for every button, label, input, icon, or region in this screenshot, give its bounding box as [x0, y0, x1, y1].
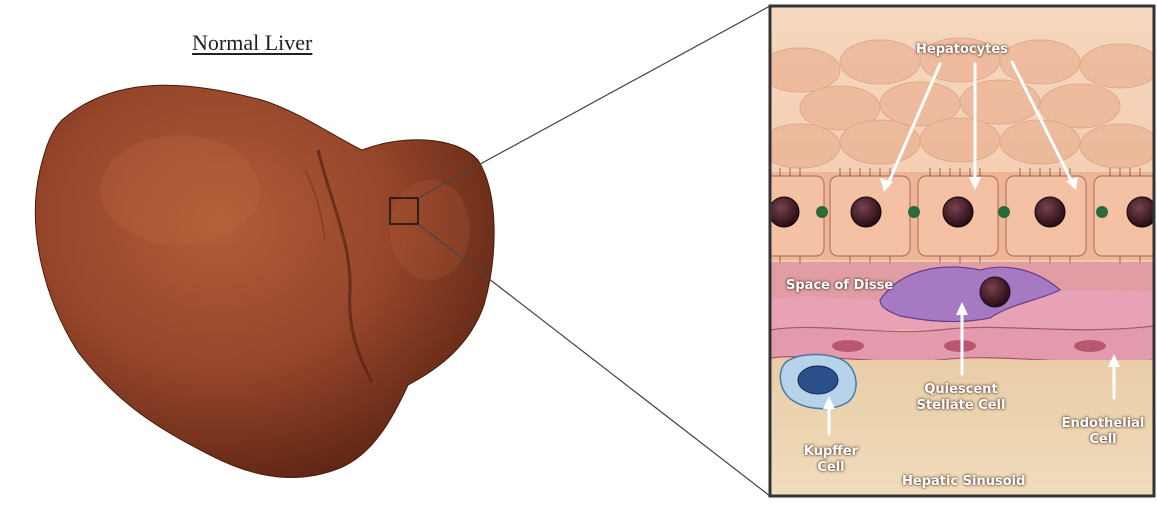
label-hepatic-sinusoid: Hepatic Sinusoid	[902, 474, 1025, 490]
zoom-line-top	[418, 6, 770, 198]
label-endothelial-cell-line2: Cell	[1058, 432, 1148, 448]
page-title: Normal Liver	[192, 30, 312, 56]
label-endothelial-cell-line1: Endothelial	[1058, 416, 1148, 432]
liver-specimen	[35, 85, 494, 477]
label-hepatocytes: Hepatocytes	[916, 42, 1008, 58]
label-kupffer-cell: Kupffer Cell	[796, 444, 866, 476]
hepatocyte-row	[764, 168, 1157, 264]
zoom-line-bottom	[418, 224, 770, 496]
label-kupffer-cell-line1: Kupffer	[796, 444, 866, 460]
label-endothelial-cell: Endothelial Cell	[1058, 416, 1148, 448]
label-quiescent-stellate-cell-line1: Quiescent	[906, 382, 1016, 398]
kupffer-cell	[780, 355, 856, 409]
label-space-of-disse: Space of Disse	[786, 278, 893, 294]
label-quiescent-stellate-cell: Quiescent Stellate Cell	[906, 382, 1016, 414]
label-kupffer-cell-line2: Cell	[796, 460, 866, 476]
label-quiescent-stellate-cell-line2: Stellate Cell	[906, 398, 1016, 414]
